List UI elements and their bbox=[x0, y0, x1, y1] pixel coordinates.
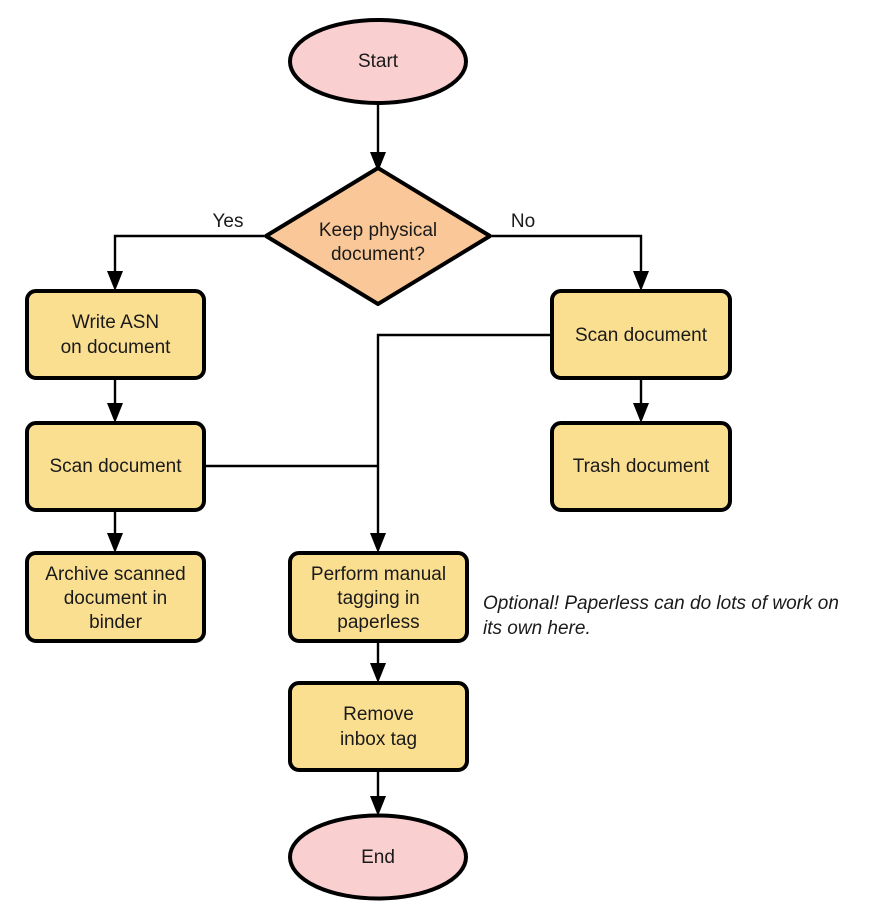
end-label: End bbox=[361, 847, 395, 868]
annotation-line2: its own here. bbox=[483, 618, 591, 639]
tagging-box[interactable] bbox=[288, 551, 469, 643]
edge-remove-inbox-to-end bbox=[370, 770, 386, 816]
scan-document-right-label: Scan document bbox=[575, 325, 708, 346]
remove-inbox-label-line1: Remove bbox=[343, 704, 414, 725]
edge-label-yes: Yes bbox=[213, 211, 244, 232]
edge-tagging-to-remove-inbox bbox=[370, 641, 386, 683]
arrowhead-icon bbox=[633, 271, 649, 291]
end-ellipse[interactable] bbox=[288, 813, 468, 901]
archive-label-line1: Archive scanned bbox=[45, 564, 185, 585]
node-end[interactable]: End bbox=[288, 813, 468, 901]
arrowhead-icon bbox=[370, 533, 386, 553]
edge-line bbox=[492, 234, 643, 279]
edge-line bbox=[376, 333, 552, 541]
trash-document-box[interactable] bbox=[550, 421, 732, 512]
scan-document-right-box[interactable] bbox=[550, 289, 732, 380]
arrowhead-icon bbox=[370, 663, 386, 683]
decision-label-line2: document? bbox=[331, 244, 425, 265]
arrowhead-icon bbox=[107, 533, 123, 553]
scan-document-left-box[interactable] bbox=[25, 421, 206, 512]
archive-label-line3: binder bbox=[89, 612, 142, 633]
archive-label-line2: document in bbox=[64, 588, 168, 609]
node-write-asn[interactable]: Write ASN on document bbox=[25, 289, 206, 380]
archive-box[interactable] bbox=[25, 551, 206, 643]
edge-label-no: No bbox=[511, 211, 535, 232]
trash-document-label: Trash document bbox=[573, 456, 710, 477]
arrowhead-icon bbox=[370, 796, 386, 816]
write-asn-label-line2: on document bbox=[61, 337, 172, 358]
tagging-label-line1: Perform manual bbox=[311, 564, 446, 585]
arrowhead-icon bbox=[633, 403, 649, 423]
node-start[interactable]: Start bbox=[288, 18, 468, 105]
edge-decision-yes-to-write-asn bbox=[107, 234, 264, 291]
remove-inbox-tag-box[interactable] bbox=[288, 681, 469, 772]
edge-line bbox=[113, 234, 264, 279]
annotation-line1: Optional! Paperless can do lots of work … bbox=[483, 593, 839, 614]
decision-label-line1: Keep physical bbox=[319, 220, 437, 241]
edge-scan-right-to-trash bbox=[633, 378, 649, 423]
scan-document-left-label: Scan document bbox=[49, 456, 182, 477]
node-remove-inbox-tag[interactable]: Remove inbox tag bbox=[288, 681, 469, 772]
node-trash-document[interactable]: Trash document bbox=[550, 421, 732, 512]
annotation-optional-note: Optional! Paperless can do lots of work … bbox=[483, 593, 839, 639]
tagging-label-line2: tagging in bbox=[337, 588, 419, 609]
edge-scan-right-to-tagging bbox=[370, 333, 552, 553]
node-archive-scanned-document[interactable]: Archive scanned document in binder bbox=[25, 551, 206, 643]
edge-decision-no-to-scan-right bbox=[492, 234, 649, 291]
edge-write-asn-to-scan-left bbox=[107, 378, 123, 423]
arrowhead-icon bbox=[107, 403, 123, 423]
tagging-label-line3: paperless bbox=[337, 612, 419, 633]
start-label: Start bbox=[358, 51, 399, 72]
decision-diamond[interactable] bbox=[264, 166, 492, 306]
edge-start-to-decision bbox=[370, 103, 386, 172]
node-perform-manual-tagging[interactable]: Perform manual tagging in paperless bbox=[288, 551, 469, 643]
arrowhead-icon bbox=[107, 271, 123, 291]
start-ellipse[interactable] bbox=[288, 18, 468, 105]
write-asn-box[interactable] bbox=[25, 289, 206, 380]
arrowhead-icon bbox=[370, 152, 386, 172]
node-scan-document-left[interactable]: Scan document bbox=[25, 421, 206, 512]
node-decision-keep-physical-document[interactable]: Keep physical document? bbox=[264, 166, 492, 306]
remove-inbox-label-line2: inbox tag bbox=[340, 729, 417, 750]
edge-scan-left-to-archive bbox=[107, 510, 123, 553]
write-asn-label-line1: Write ASN bbox=[72, 312, 159, 333]
node-scan-document-right[interactable]: Scan document bbox=[550, 289, 732, 380]
